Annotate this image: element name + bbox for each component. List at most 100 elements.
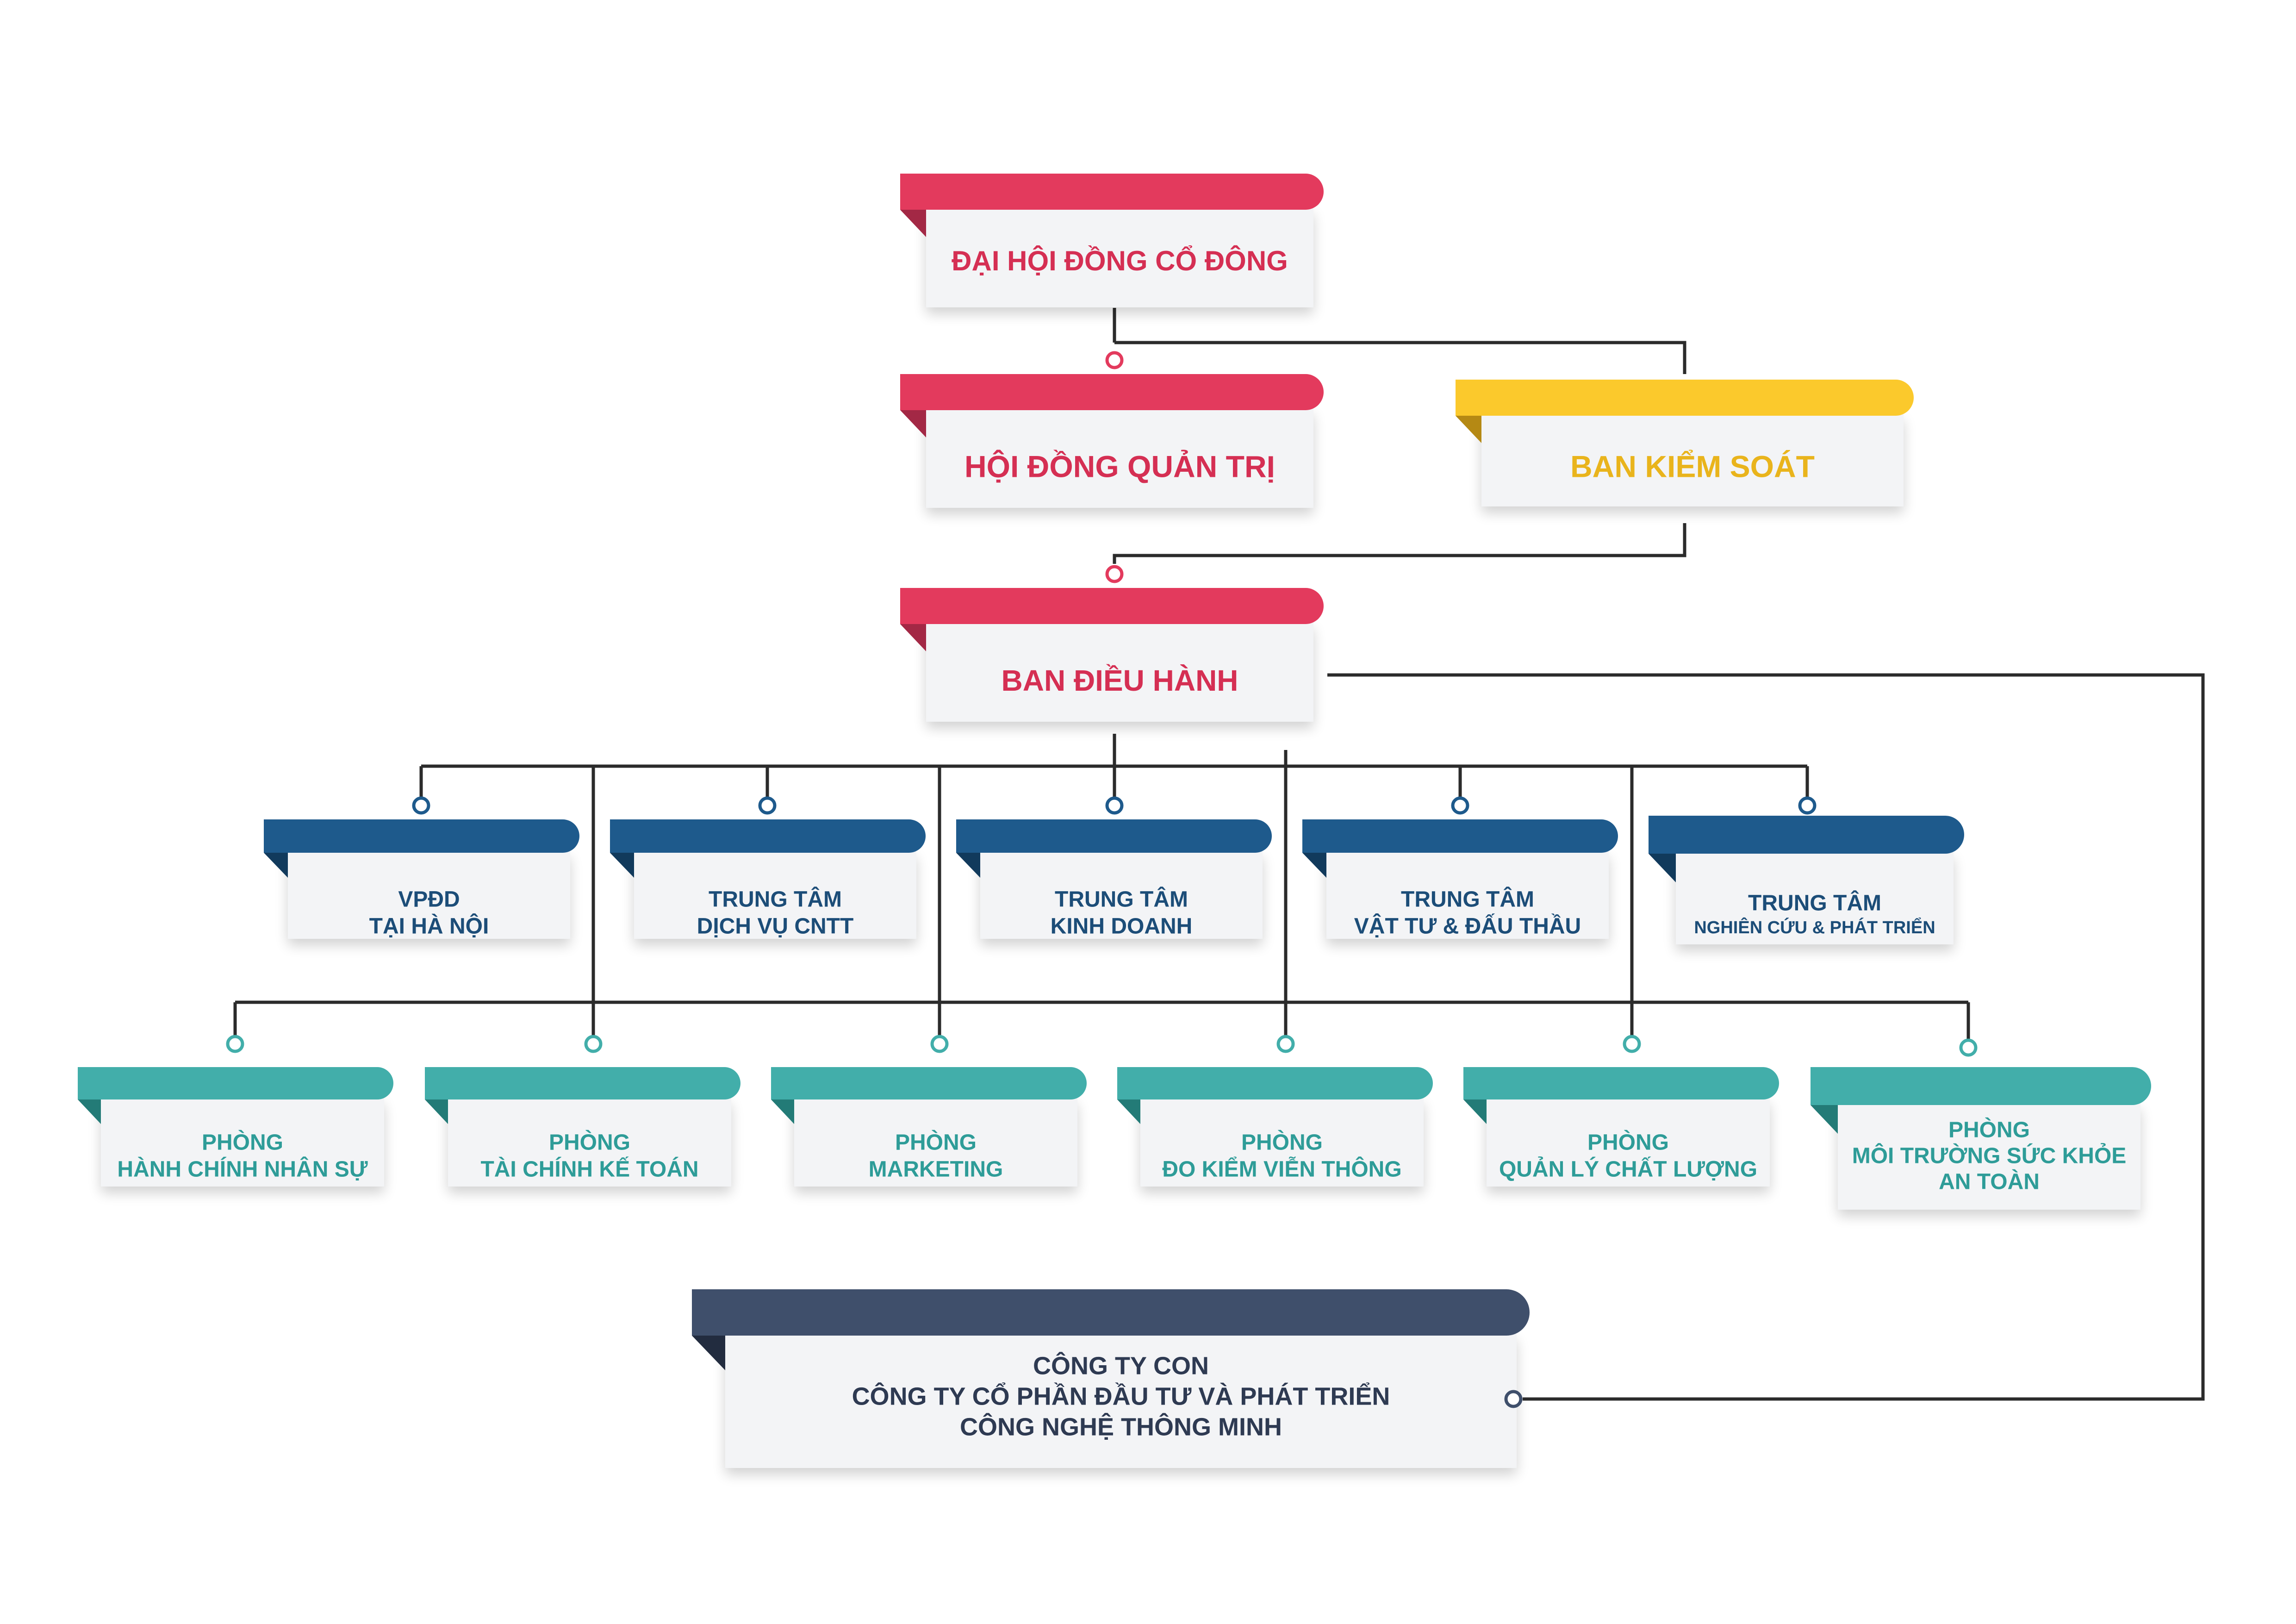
node-label: CÔNG NGHỆ THÔNG MINH	[960, 1412, 1282, 1441]
ribbon-fold	[425, 1099, 448, 1124]
connector-dot	[226, 1035, 244, 1053]
ribbon-fold	[610, 853, 634, 878]
connector-dot	[758, 796, 777, 815]
ribbon-band	[1302, 819, 1618, 853]
node-hdqt: HỘI ĐỒNG QUẢN TRỊ	[900, 374, 1324, 508]
node-dhdcd: ĐẠI HỘI ĐỒNG CỔ ĐÔNG	[900, 174, 1324, 307]
connector-dot	[1798, 796, 1817, 815]
node-card	[101, 1098, 384, 1187]
ribbon-fold	[900, 624, 926, 651]
node-card	[1481, 414, 1904, 506]
ribbon-fold	[1302, 853, 1326, 878]
ribbon-fold	[264, 853, 288, 878]
node-label: PHÒNG	[1948, 1117, 2030, 1143]
ribbon-band	[78, 1067, 393, 1099]
node-card	[1487, 1098, 1770, 1187]
ribbon-band	[900, 588, 1324, 624]
connector-dots	[226, 351, 1978, 1408]
node-card	[725, 1334, 1517, 1468]
node-card	[448, 1098, 731, 1187]
ribbon-band	[264, 819, 579, 853]
connector-dot	[1276, 1035, 1295, 1053]
ribbon-fold	[1463, 1099, 1487, 1124]
node-label: HỘI ĐỒNG QUẢN TRỊ	[964, 449, 1275, 483]
ribbon-band	[771, 1067, 1087, 1099]
node-card	[794, 1098, 1077, 1187]
node-label: TẠI HÀ NỘI	[369, 913, 489, 939]
node-label: CÔNG TY CỔ PHẦN ĐẦU TƯ VÀ PHÁT TRIỂN	[852, 1382, 1390, 1410]
connector-lines	[233, 308, 2205, 1401]
node-label: QUẢN LÝ CHẤT LƯỢNG	[1499, 1156, 1757, 1182]
node-label: PHÒNG	[1587, 1130, 1669, 1155]
node-card	[1326, 851, 1609, 939]
connector-dot	[1105, 796, 1124, 815]
nodes: ĐẠI HỘI ĐỒNG CỔ ĐÔNG HỘI ĐỒNG QUẢN TRỊ BAN…	[78, 174, 2151, 1468]
ribbon-fold	[692, 1336, 725, 1370]
node-label: TRUNG TÂM	[1748, 890, 1881, 916]
ribbon-band	[1117, 1067, 1433, 1099]
connector-dot	[584, 1035, 603, 1053]
node-card	[1676, 852, 1954, 944]
node-label: DỊCH VỤ CNTT	[697, 914, 854, 939]
ribbon-fold	[1649, 854, 1676, 882]
node-label: BAN ĐIỀU HÀNH	[1002, 664, 1238, 697]
ribbon-fold	[900, 410, 926, 437]
ribbon-fold	[1456, 416, 1481, 443]
node-bks: BAN KIỂM SOÁT	[1456, 380, 1914, 506]
ribbon-band	[1456, 380, 1914, 416]
node-card	[980, 851, 1263, 939]
connector-dot	[1959, 1038, 1978, 1057]
ribbon-fold	[771, 1099, 794, 1124]
node-label: TÀI CHÍNH KẾ TOÁN	[480, 1157, 698, 1182]
ribbon-band	[900, 174, 1324, 210]
connector-dot	[1105, 565, 1124, 583]
node-label: MÔI TRƯỜNG SỨC KHỎE	[1852, 1143, 2127, 1168]
node-bdh: BAN ĐIỀU HÀNH	[900, 588, 1324, 722]
node-label: ĐẠI HỘI ĐỒNG CỔ ĐÔNG	[952, 245, 1288, 276]
node-label: BAN KIỂM SOÁT	[1570, 449, 1815, 483]
node-card	[926, 622, 1313, 722]
node-label: VPĐD	[398, 887, 460, 912]
ribbon-band	[1649, 816, 1964, 854]
connector-dot	[412, 796, 430, 815]
node-label: PHÒNG	[202, 1130, 283, 1155]
connector-dot	[1451, 796, 1469, 815]
node-label: ĐO KIỂM VIỄN THÔNG	[1162, 1156, 1401, 1182]
ribbon-band	[1811, 1067, 2151, 1105]
connector-dot	[1105, 351, 1124, 369]
node-label: TRUNG TÂM	[709, 887, 842, 912]
node-label: TRUNG TÂM	[1401, 887, 1534, 912]
ribbon-fold	[78, 1099, 101, 1124]
ribbon-band	[1463, 1067, 1779, 1099]
ribbon-band	[692, 1289, 1530, 1336]
node-label: CÔNG TY CON	[1033, 1351, 1209, 1380]
connector-dot	[930, 1035, 949, 1053]
connector-line	[1114, 341, 1686, 374]
node-label: MARKETING	[869, 1157, 1003, 1182]
node-card	[1140, 1098, 1424, 1187]
node-label: TRUNG TÂM	[1055, 887, 1188, 912]
node-card	[926, 408, 1313, 508]
ribbon-band	[425, 1067, 740, 1099]
node-label: KINH DOANH	[1051, 914, 1193, 939]
node-card	[634, 851, 916, 939]
connector-dot	[1504, 1390, 1523, 1408]
node-label: VẬT TƯ & ĐẤU THẦU	[1354, 913, 1581, 939]
node-card	[1838, 1103, 2140, 1210]
node-label: PHÒNG	[895, 1130, 977, 1155]
connector-line	[1113, 523, 1686, 564]
node-label: HÀNH CHÍNH NHÂN SỰ	[117, 1156, 367, 1182]
node-card	[926, 208, 1313, 307]
ribbon-band	[900, 374, 1324, 410]
